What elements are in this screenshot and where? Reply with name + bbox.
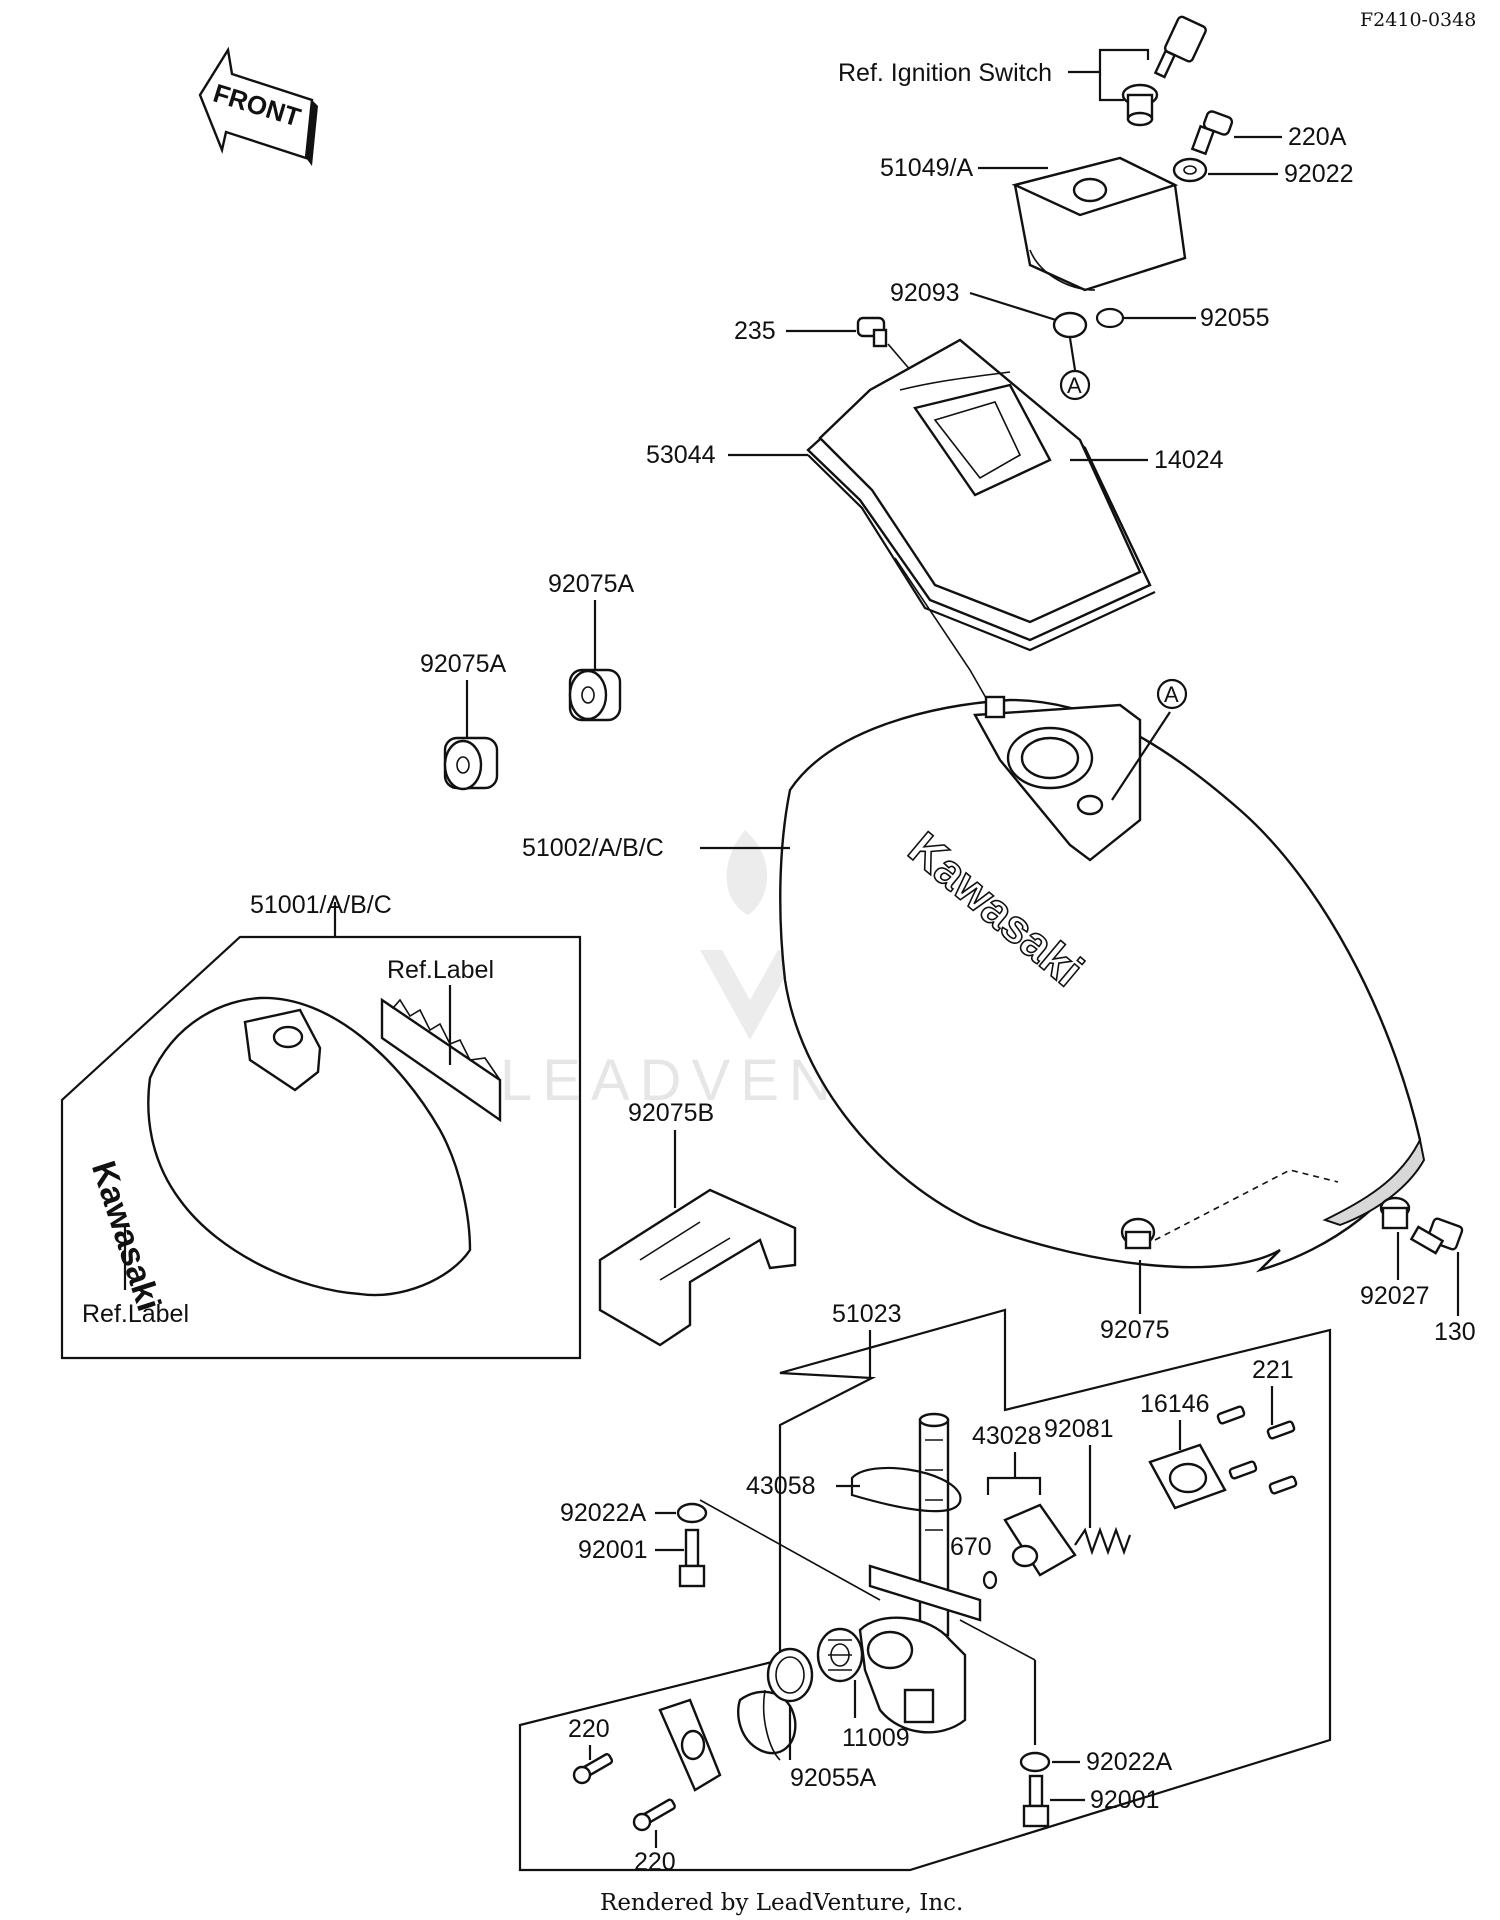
lever-plate bbox=[658, 1698, 722, 1792]
bolt-130 bbox=[1409, 1217, 1464, 1255]
callout-43058: 43058 bbox=[746, 1472, 816, 1500]
diaphragm-43028 bbox=[1003, 1503, 1077, 1577]
petcock-assembly-box-51023 bbox=[518, 1308, 1332, 1872]
callout-11009: 11009 bbox=[842, 1724, 910, 1752]
callout-92075: 92075 bbox=[1100, 1316, 1170, 1344]
spring-92081 bbox=[1074, 1526, 1132, 1556]
callout-51049a: 51049/A bbox=[880, 154, 973, 182]
ignition-switch-key bbox=[1153, 15, 1207, 79]
screws-221 bbox=[1216, 1405, 1298, 1495]
callout-220a: 220A bbox=[1288, 123, 1347, 151]
callout-92055: 92055 bbox=[1200, 304, 1270, 332]
callout-92093: 92093 bbox=[890, 279, 960, 307]
callout-220-lower: 220 bbox=[634, 1848, 676, 1876]
callout-51002: 51002/A/B/C bbox=[522, 834, 664, 862]
oring-92055 bbox=[1095, 307, 1125, 329]
callout-92001-upper: 92001 bbox=[578, 1536, 648, 1564]
lever-11009 bbox=[816, 1627, 864, 1683]
callout-51023: 51023 bbox=[832, 1300, 902, 1328]
gasket-43058 bbox=[850, 1466, 962, 1513]
ignition-plug bbox=[1121, 83, 1159, 127]
callout-92075a-upper: 92075A bbox=[548, 570, 635, 598]
callout-ref-label-upper: Ref.Label bbox=[387, 956, 494, 984]
grommet-92093 bbox=[1052, 311, 1088, 339]
callout-221: 221 bbox=[1252, 1356, 1294, 1384]
callout-92022: 92022 bbox=[1284, 160, 1354, 188]
marker-a-upper-label: A bbox=[1067, 373, 1082, 398]
callout-92027: 92027 bbox=[1360, 1282, 1430, 1310]
callout-14024: 14024 bbox=[1154, 446, 1224, 474]
front-arrow: FRONT bbox=[198, 46, 318, 166]
callout-92075b: 92075B bbox=[628, 1099, 714, 1127]
collar-92027 bbox=[1379, 1196, 1411, 1230]
callout-ref-label-lower: Ref.Label bbox=[82, 1300, 189, 1328]
callout-43028: 43028 bbox=[972, 1422, 1042, 1450]
fuel-tank-51002: Kawasaki bbox=[779, 695, 1426, 1273]
callout-92055a: 92055A bbox=[790, 1764, 877, 1792]
footer-rendered-by: Rendered by LeadVenture, Inc. bbox=[600, 1890, 963, 1916]
callout-51001: 51001/A/B/C bbox=[250, 891, 392, 919]
bolt-92001-lower bbox=[1022, 1774, 1050, 1828]
gasket-53044 bbox=[807, 454, 1156, 652]
marker-a-upper bbox=[1059, 369, 1091, 401]
marker-a-lower-label: A bbox=[1164, 682, 1179, 707]
bolt-92001-upper bbox=[678, 1528, 706, 1588]
callout-235: 235 bbox=[734, 317, 776, 345]
oring-670 bbox=[982, 1570, 998, 1590]
tank-cap-51049a bbox=[1011, 156, 1187, 292]
callout-92001-lower: 92001 bbox=[1090, 1786, 1160, 1814]
screw-235 bbox=[856, 316, 888, 348]
callout-92022a-lower: 92022A bbox=[1086, 1748, 1173, 1776]
callout-220-upper: 220 bbox=[568, 1715, 610, 1743]
marker-a-lower bbox=[1156, 678, 1188, 710]
oring-92055a bbox=[762, 1647, 814, 1761]
screw-220a bbox=[1190, 110, 1234, 156]
callout-53044: 53044 bbox=[646, 441, 716, 469]
screw-220-upper bbox=[572, 1753, 614, 1785]
callout-92081: 92081 bbox=[1044, 1415, 1114, 1443]
tank-variant-box-51001: Kawasaki bbox=[60, 902, 582, 1360]
washer-92022a-lower bbox=[1019, 1751, 1051, 1773]
tank-cover-14024 bbox=[806, 338, 1152, 642]
damper-92075a-upper bbox=[568, 668, 622, 722]
screw-220-lower bbox=[632, 1798, 676, 1832]
callout-670: 670 bbox=[950, 1533, 992, 1561]
bracket-92075b bbox=[598, 1188, 797, 1347]
damper-92075 bbox=[1120, 1217, 1156, 1250]
petcock-body bbox=[858, 1564, 982, 1734]
washer-92022a-upper bbox=[676, 1502, 708, 1524]
callout-ref-ignition-switch: Ref. Ignition Switch bbox=[838, 59, 1052, 87]
cover-16146 bbox=[1148, 1443, 1227, 1510]
callout-130: 130 bbox=[1434, 1318, 1476, 1346]
diagram-code: F2410-0348 bbox=[1360, 9, 1476, 31]
washer-92022 bbox=[1172, 157, 1208, 183]
damper-92075a-lower bbox=[443, 736, 499, 791]
callout-92075a-lower: 92075A bbox=[420, 650, 507, 678]
callout-92022a-upper: 92022A bbox=[560, 1499, 647, 1527]
callout-16146: 16146 bbox=[1140, 1390, 1210, 1418]
